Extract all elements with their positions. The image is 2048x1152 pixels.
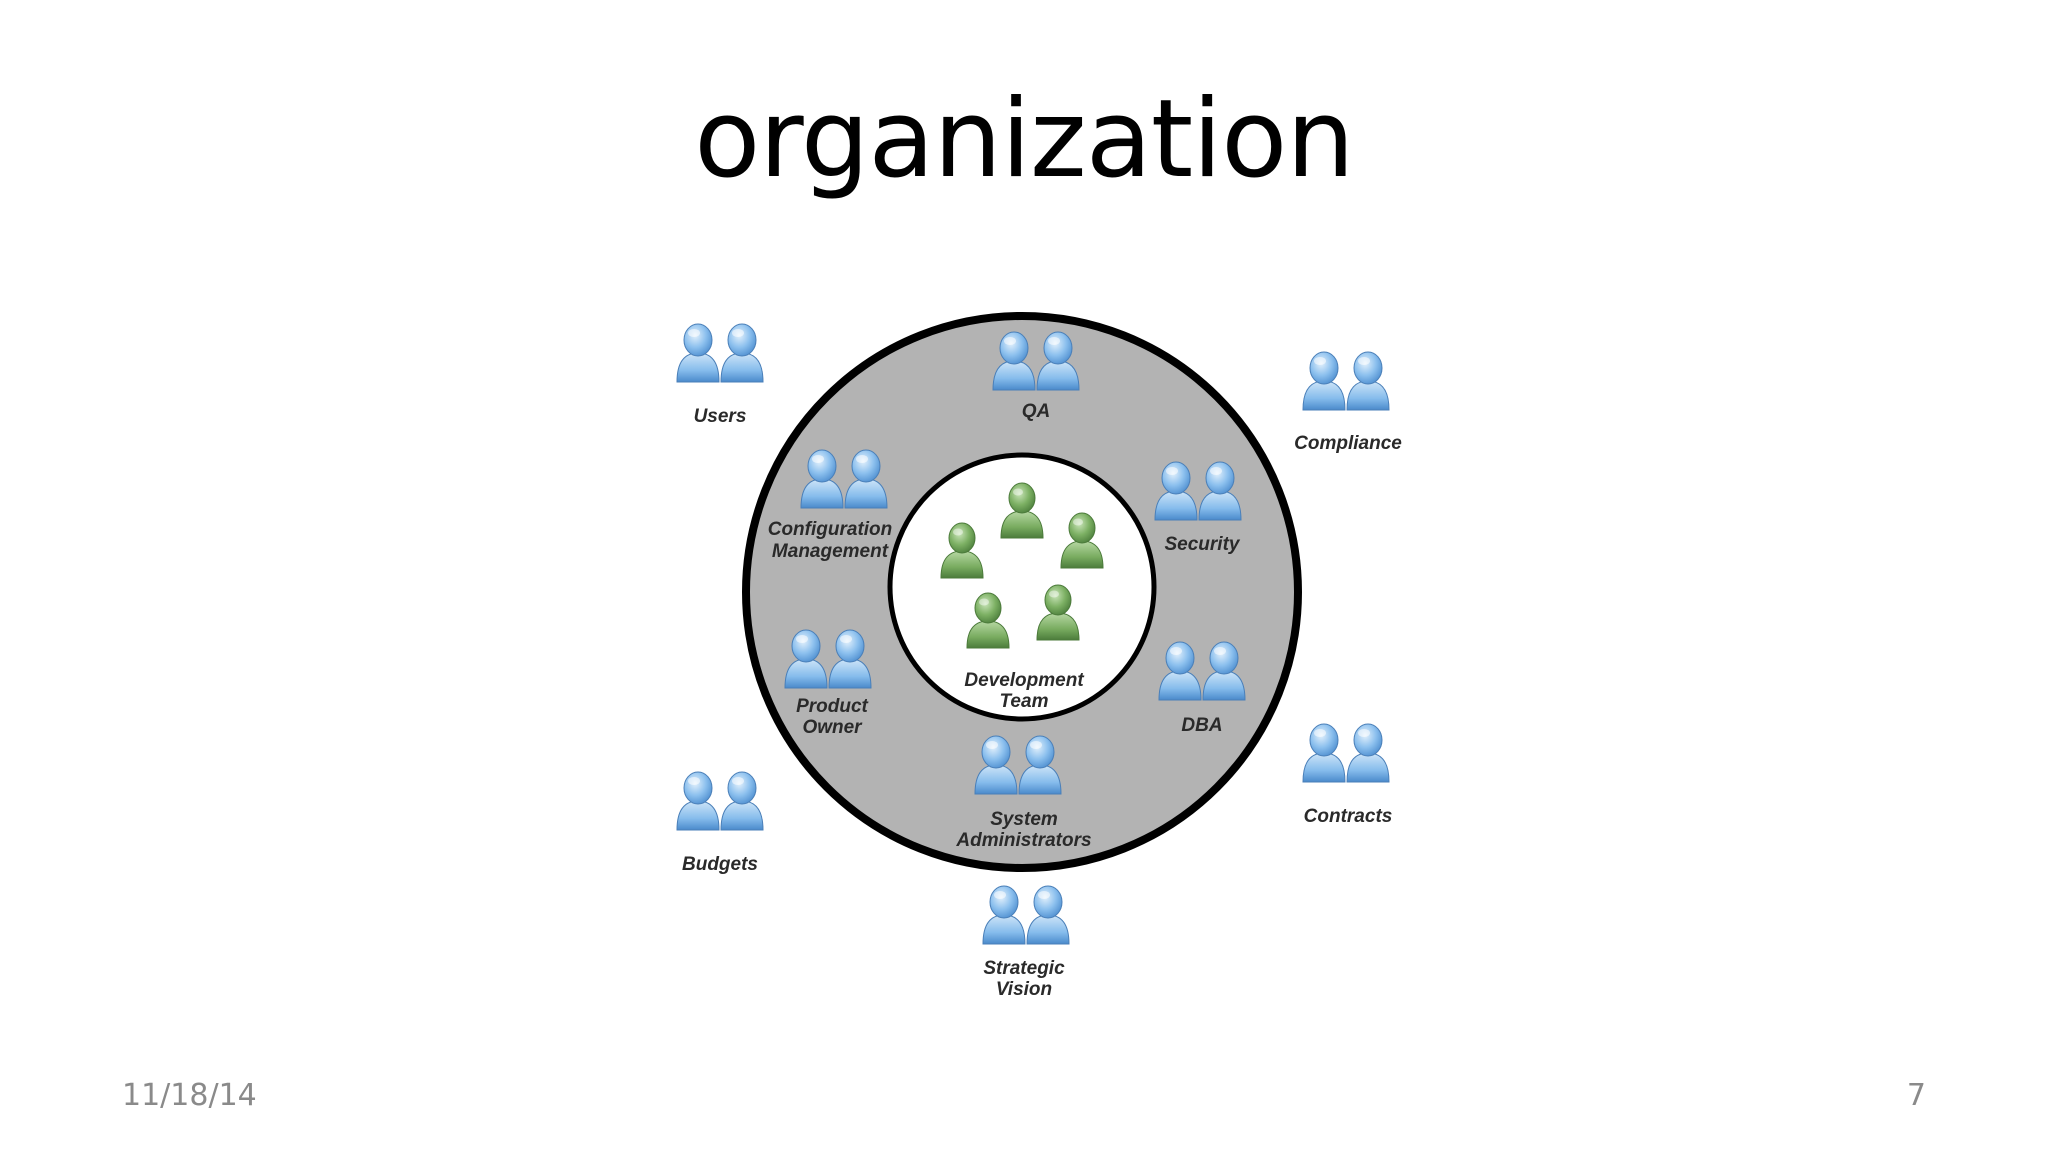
slide-date: 11/18/14 (122, 1078, 257, 1113)
system-administrators-label-2: Administrators (955, 830, 1091, 851)
security-label: Security (1165, 534, 1241, 555)
contracts-group: Contracts (1303, 724, 1392, 827)
product-owner-label-2: Owner (802, 717, 863, 738)
compliance-people-icon (1303, 352, 1389, 410)
development-team-label-2: Team (1000, 691, 1049, 712)
slide-page-number: 7 (1906, 1078, 1926, 1113)
strategic-vision-people-icon (983, 886, 1069, 944)
configuration-management-label-2: Management (772, 541, 889, 562)
contracts-people-icon (1303, 724, 1389, 782)
qa-group: QA (993, 332, 1079, 422)
budgets-label: Budgets (682, 854, 758, 875)
budgets-people-icon (677, 772, 763, 830)
security-group: Security (1155, 462, 1241, 555)
dba-label: DBA (1181, 715, 1222, 736)
system-administrators-group: System Administrators (955, 736, 1092, 851)
contracts-label: Contracts (1304, 806, 1393, 827)
configuration-management-group: Configuration Management (768, 450, 893, 562)
strategic-vision-label-2: Vision (996, 979, 1052, 1000)
qa-label: QA (1022, 401, 1051, 422)
strategic-vision-group: Strategic Vision (983, 886, 1069, 1000)
strategic-vision-label: Strategic (983, 958, 1065, 979)
system-administrators-label: System (990, 809, 1058, 830)
users-group: Users (677, 324, 763, 427)
development-team-label: Development (964, 670, 1084, 691)
slide-title: organization (694, 77, 1355, 202)
product-owner-group: Product Owner (785, 630, 871, 738)
users-label: Users (694, 406, 747, 427)
dba-group: DBA (1159, 642, 1245, 736)
budgets-group: Budgets (677, 772, 763, 875)
configuration-management-label: Configuration (768, 519, 893, 540)
compliance-label: Compliance (1294, 433, 1402, 454)
product-owner-label: Product (796, 696, 868, 717)
users-people-icon (677, 324, 763, 382)
compliance-group: Compliance (1294, 352, 1402, 454)
